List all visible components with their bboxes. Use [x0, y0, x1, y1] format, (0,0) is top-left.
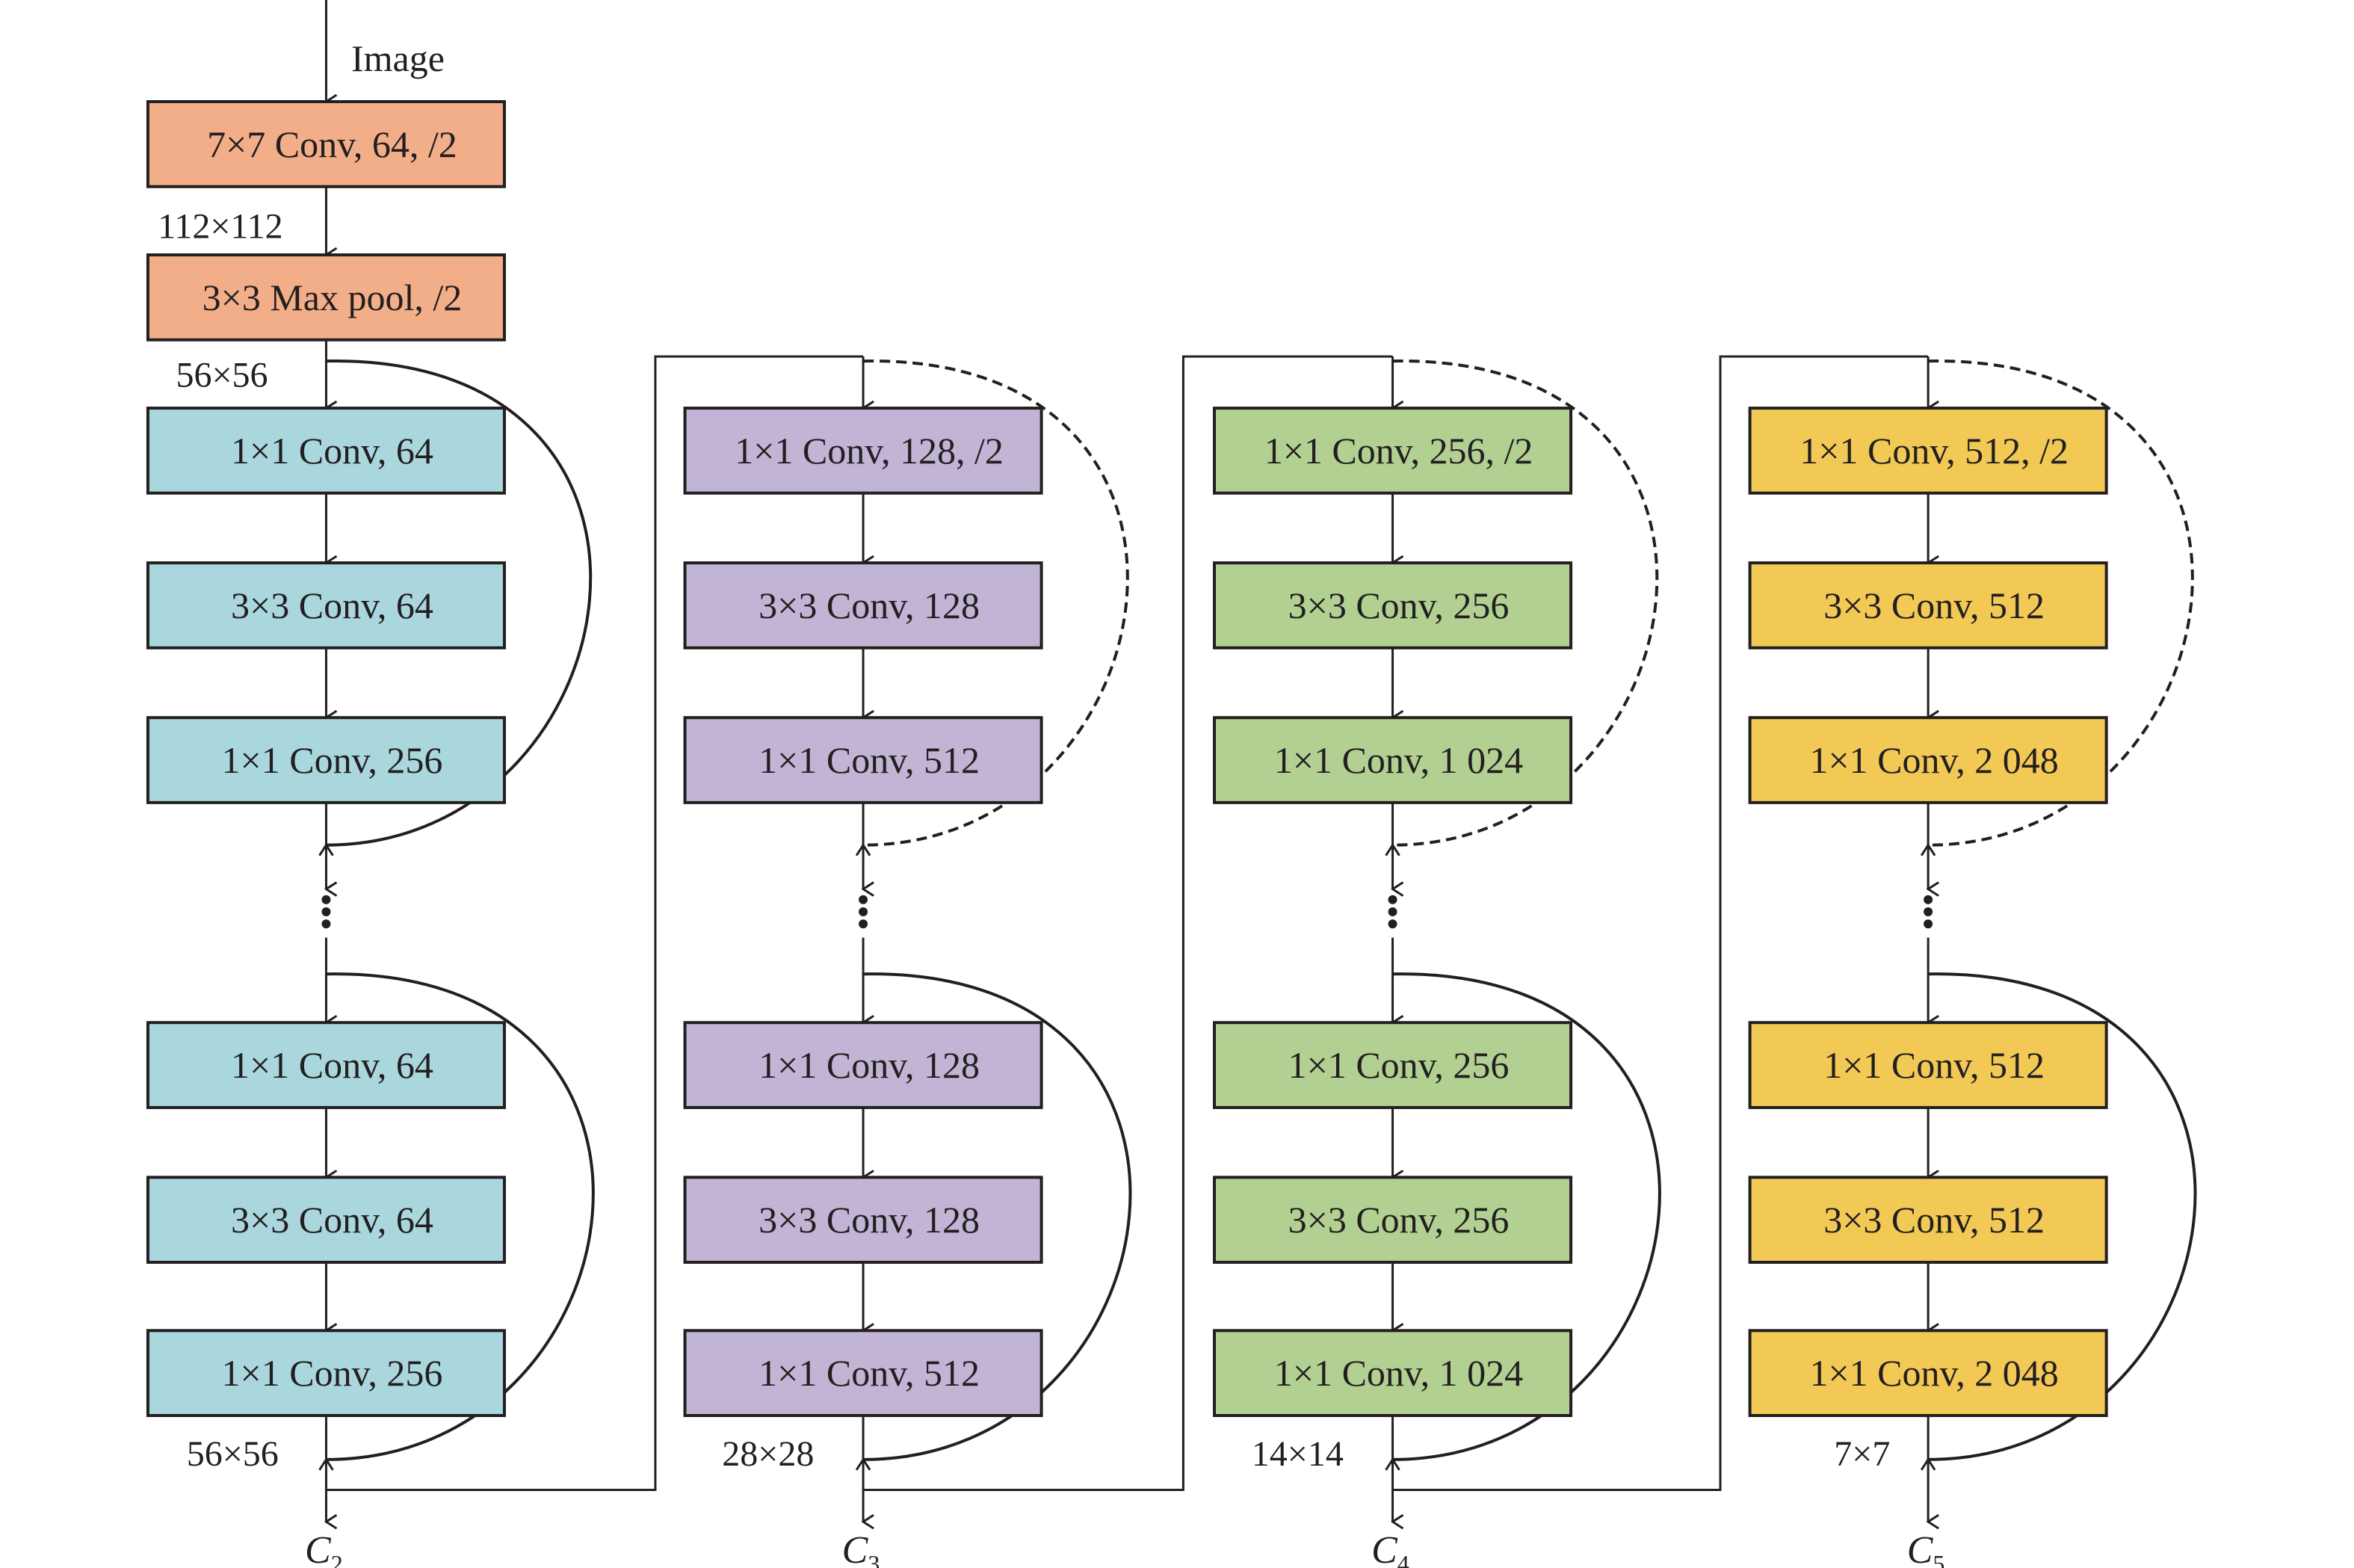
stage-c3-first-block-layer-2-label: 3×3 Conv, 128 [759, 584, 980, 626]
ellipsis-dot [321, 895, 331, 904]
stage-c3-last-block-layer-3-label: 1×1 Conv, 512 [759, 1352, 980, 1394]
conv7x7-box-label: 7×7 Conv, 64, /2 [207, 123, 457, 165]
conv7x7-box [146, 100, 506, 188]
stage-c4-first-block-layer-3 [1213, 716, 1573, 804]
stage-c5-projection-shortcut [1928, 359, 2194, 845]
ellipsis-dot [1388, 907, 1397, 917]
ellipsis-dot [321, 907, 331, 917]
maxpool-box-label: 3×3 Max pool, /2 [203, 277, 463, 318]
stage-c5-first-block-layer-2-label: 3×3 Conv, 512 [1823, 584, 2045, 626]
stage-c3-first-block-layer-3-label: 1×1 Conv, 512 [759, 739, 980, 781]
dim-label-112: 112×112 [158, 207, 283, 247]
stage-c2-last-block-layer-2-label: 3×3 Conv, 64 [231, 1199, 433, 1241]
stage-c2-first-block-layer-3-label: 1×1 Conv, 256 [222, 739, 443, 781]
stage-c3-first-block-layer-1 [683, 407, 1043, 495]
ellipsis-dot [1924, 919, 1933, 929]
stage-c4-identity-shortcut-last [1393, 972, 1661, 1460]
stage-c4-last-block-layer-2 [1213, 1176, 1573, 1264]
stage-c5-entry-connector [1392, 355, 1929, 1491]
stage-c4-projection-shortcut [1393, 359, 1659, 845]
stage-c2-first-block-layer-1-label: 1×1 Conv, 64 [231, 430, 433, 472]
stage-c4-last-block-layer-3-label: 1×1 Conv, 1 024 [1274, 1352, 1523, 1394]
input-label: Image [351, 37, 445, 79]
ellipsis-dot [1388, 895, 1397, 904]
stage-c5-first-block-layer-1-label: 1×1 Conv, 512, /2 [1800, 430, 2069, 472]
stage-c5-first-block-layer-3 [1748, 716, 2108, 804]
stage-c2-first-block-layer-2 [146, 561, 506, 649]
stage-c4-last-block-layer-2-label: 3×3 Conv, 256 [1288, 1199, 1510, 1241]
stage-c4-first-block-layer-1 [1213, 407, 1573, 495]
ellipsis-dot [859, 919, 868, 929]
ellipsis-dot [1924, 907, 1933, 917]
stage-c3-first-block-layer-1-label: 1×1 Conv, 128, /2 [735, 430, 1004, 472]
stage-c4-first-block-layer-2-label: 3×3 Conv, 256 [1288, 584, 1510, 626]
output-letter: C [1907, 1529, 1934, 1568]
stage-c5-last-block-layer-1-label: 1×1 Conv, 512 [1823, 1044, 2045, 1086]
connections [321, 0, 2197, 1522]
stage-c3-output-label: C3 [842, 1529, 880, 1568]
stage-c4-last-block-layer-1-label: 1×1 Conv, 256 [1288, 1044, 1510, 1086]
ellipsis-dot [1388, 919, 1397, 929]
stage-c5-last-block-layer-3-label: 1×1 Conv, 2 048 [1809, 1352, 2058, 1394]
stage-c3-last-block-layer-2 [683, 1176, 1043, 1264]
output-subscript: 4 [1397, 1550, 1409, 1568]
stage-c2-last-block-layer-1-label: 1×1 Conv, 64 [231, 1044, 433, 1086]
ellipsis-dot [1924, 895, 1933, 904]
stage-c2-output-label: C2 [305, 1529, 343, 1568]
stage-c4-first-block-layer-1-label: 1×1 Conv, 256, /2 [1264, 430, 1533, 472]
output-subscript: 5 [1933, 1550, 1944, 1568]
stage-c2-first-block-layer-2-label: 3×3 Conv, 64 [231, 584, 433, 626]
stage-c2-identity-shortcut [326, 359, 593, 845]
stage-c5-first-block-layer-3-label: 1×1 Conv, 2 048 [1809, 739, 2058, 781]
stage-c3-last-block-layer-1-label: 1×1 Conv, 128 [759, 1044, 980, 1086]
stage-c3-identity-shortcut-last [863, 972, 1132, 1460]
dim-label-56-in: 56×56 [176, 356, 268, 395]
stage-c5-last-block-layer-3 [1748, 1329, 2108, 1417]
stage-c5-output-dim: 7×7 [1834, 1434, 1890, 1474]
maxpool-box [146, 253, 506, 342]
stage-c2-output-dim: 56×56 [187, 1434, 279, 1474]
stage-c2-first-block-layer-1 [146, 407, 506, 495]
stage-c4-output-dim: 14×14 [1252, 1434, 1344, 1474]
output-letter: C [842, 1529, 869, 1568]
output-subscript: 3 [868, 1550, 880, 1568]
output-letter: C [1371, 1529, 1398, 1568]
stage-c4-last-block-layer-3 [1213, 1329, 1573, 1417]
labels: Image 7×7 Conv, 64, /2 3×3 Max pool, /2 11… [158, 37, 2069, 1568]
stage-c5-last-block-layer-2 [1748, 1176, 2108, 1264]
stage-c5-last-block-layer-1 [1748, 1021, 2108, 1109]
output-letter: C [305, 1529, 332, 1568]
stage-c2-last-block-layer-3-label: 1×1 Conv, 256 [222, 1352, 443, 1394]
stage-c3-projection-shortcut [863, 359, 1129, 845]
stage-c3-entry-connector [326, 355, 864, 1491]
stage-c4-last-block-layer-1 [1213, 1021, 1573, 1109]
stage-c3-last-block-layer-3 [683, 1329, 1043, 1417]
stage-c4-first-block-layer-2 [1213, 561, 1573, 649]
stage-c4-output-label: C4 [1371, 1529, 1409, 1568]
stage-c2-last-block-layer-1 [146, 1021, 506, 1109]
stage-c2-identity-shortcut-last [326, 972, 595, 1460]
stage-c4-entry-connector [863, 355, 1393, 1491]
stage-c3-first-block-layer-2 [683, 561, 1043, 649]
output-subscript: 2 [331, 1550, 343, 1568]
ellipsis-dot [321, 919, 331, 929]
stage-c5-output-label: C5 [1907, 1529, 1945, 1568]
stage-c3-output-dim: 28×28 [722, 1434, 814, 1474]
stage-c5-first-block-layer-2 [1748, 561, 2108, 649]
stage-c5-last-block-layer-2-label: 3×3 Conv, 512 [1823, 1199, 2045, 1241]
ellipsis-dot [859, 895, 868, 904]
stage-c2-last-block-layer-2 [146, 1176, 506, 1264]
stage-c5-first-block-layer-1 [1748, 407, 2108, 495]
stage-c2-last-block-layer-3 [146, 1329, 506, 1417]
layer-boxes [146, 100, 2108, 1417]
stage-c3-last-block-layer-2-label: 3×3 Conv, 128 [759, 1199, 980, 1241]
stage-c4-first-block-layer-3-label: 1×1 Conv, 1 024 [1274, 739, 1523, 781]
stage-c5-identity-shortcut-last [1928, 972, 2197, 1460]
ellipsis-dot [859, 907, 868, 917]
stage-c2-first-block-layer-3 [146, 716, 506, 804]
stage-c3-last-block-layer-1 [683, 1021, 1043, 1109]
stage-c3-first-block-layer-3 [683, 716, 1043, 804]
